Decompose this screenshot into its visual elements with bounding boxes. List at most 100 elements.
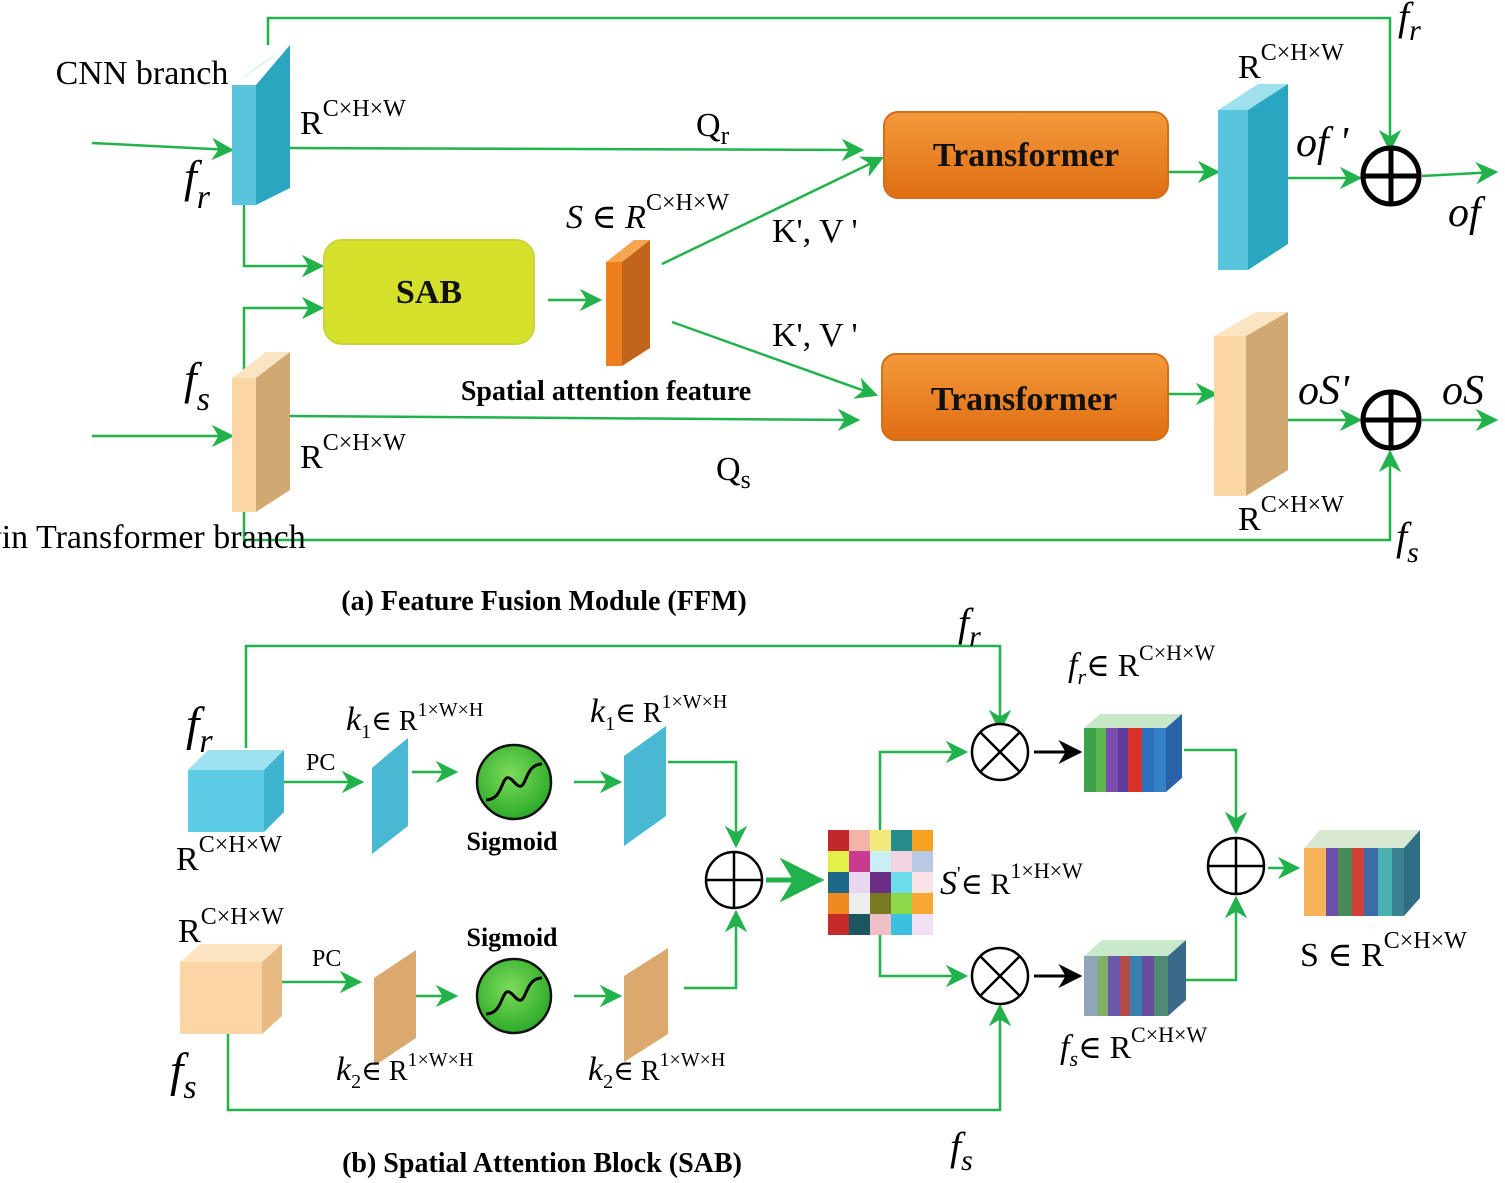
kv-bottom-label: K', V ' [772,317,858,354]
s-prime-to-mul-top-arrow [878,740,969,830]
sab-caption: (b) Spatial Attention Block (SAB) [342,1148,742,1179]
qs-label-q: Q [716,451,741,488]
qr-label-q: Q [696,107,721,144]
of-label: of [1448,190,1486,236]
spatial-attention-feature-label: Spatial attention feature [461,376,751,407]
fs-label-a: fs [184,353,210,418]
r-chw-os: RC×H×W [1238,492,1344,538]
sab-box: SAB [323,239,535,345]
k1-sig-label-k: k [590,693,606,730]
pc-bottom-label: PC [312,946,341,972]
fr-cube [188,750,284,832]
transformer-bottom-label: Transformer [931,381,1117,418]
fr-label-a-sub: r [197,179,211,216]
r-chw-fr-base: R [300,105,323,142]
k2-slab [374,950,416,1066]
cnn-input-arrow [91,137,235,161]
s-prime-label: S'∈ R1×H×W [940,858,1083,902]
fs-label-a-sub: s [197,381,210,418]
cnn-branch-label: CNN branch [56,55,229,92]
os-prime-block [1214,312,1288,496]
of-prime-block [1218,84,1288,270]
k1-label-sup: 1×W×H [418,699,484,721]
r-chw-os-base: R [1238,501,1261,538]
r-chw-fr-sup: C×H×W [323,96,406,122]
s-prime-label-mark: ' [957,863,961,885]
s-set-label: S ∈ RC×H×W [566,190,729,236]
fs-label-a-bottom-sub: s [1407,536,1419,569]
k1-sig-label: k1∈ R1×W×H [590,691,727,735]
k2-label: k2∈ R1×W×H [336,1049,473,1093]
k1-sigmoid-slab [624,726,666,846]
k2-sig-label-sup: 1×W×H [660,1049,726,1071]
transformer-bottom-box: Transformer [881,353,1169,441]
fr-to-sab-arrow [242,205,325,278]
s-final-cube [1304,830,1420,916]
r-chw-fr-cube: RC×H×W [176,832,282,878]
s-prime-label-s: S [940,865,957,902]
s-feature-block [606,240,650,366]
s-final-label-base: S ∈ R [1300,937,1384,974]
k2-label-in: ∈ R [361,1056,408,1087]
k2-label-k: k [336,1051,352,1088]
s-final-label: S ∈ RC×H×W [1300,928,1467,974]
r-chw-of-sup: C×H×W [1261,40,1344,66]
r-chw-fs-cube-base: R [178,913,201,950]
fs-skip-line [242,449,1402,542]
k1-sig-label-sup: 1×W×H [662,691,728,713]
k2-label-sup: 1×W×H [408,1049,474,1071]
k2-label-sub: 2 [351,1071,361,1093]
fr-prime-cube [1084,714,1182,792]
qs-label: Qs [716,451,751,494]
add-circle-top [1360,145,1422,207]
r-chw-fr-cube-sup: C×H×W [199,832,282,858]
r-chw-fr-cube-base: R [176,841,199,878]
k2-sig-label-sub: 2 [603,1071,613,1093]
s-prime-mosaic [828,830,933,935]
fs-prime-label-sup: C×H×W [1131,1022,1207,1047]
fs-feature-block [232,352,290,512]
k2-to-plus-arrow [684,909,748,990]
s-set-label-base: S ∈ R [566,199,646,236]
os-prime-label: oS' [1298,368,1350,414]
kv-top-label: K', V ' [772,213,858,250]
transformer-top-box: Transformer [883,111,1169,199]
fs-prime-label: fs∈ RC×H×W [1060,1022,1207,1071]
r-chw-fs-cube-sup: C×H×W [201,904,284,930]
fr-label-a: fr [184,151,211,216]
sigmoid-bottom-icon [475,957,553,1035]
fr-label-b-top-sub: r [969,620,981,653]
fr-prime-to-plus-arrow [1184,748,1248,835]
r-chw-fr: RC×H×W [300,96,406,142]
qr-label: Qr [696,107,730,150]
s-prime-label-sup: 1×H×W [1010,858,1083,883]
fs-to-sab-arrow [242,296,325,380]
ffm-caption: (a) Feature Fusion Module (FFM) [341,586,746,617]
r-chw-of: RC×H×W [1238,40,1344,86]
add-circle-bottom [1360,389,1422,451]
fr-label-a-top: fr [1398,0,1421,47]
s-prime-to-mul-bottom-arrow [878,934,969,988]
fs-to-mul-line [226,1003,1012,1112]
fr-prime-label-sub: r [1077,664,1086,689]
multiply-circle-top [970,722,1030,782]
fs-prime-label-in: ∈ R [1078,1029,1132,1065]
fr-to-mul-line [244,644,1012,748]
fr-label-b-sub: r [199,723,213,760]
sigmoid-bottom-label: Sigmoid [466,923,558,952]
of-prime-label: of ' [1296,120,1349,166]
fs-label-b-bottom: fs [950,1124,973,1177]
add-circle-sab-left [704,850,764,910]
k2-sig-label: k2∈ R1×W×H [588,1049,725,1093]
r-chw-fs: RC×H×W [300,430,406,476]
fr-label-a-top-sub: r [1409,14,1421,47]
fs-prime-label-sub: s [1069,1046,1078,1071]
fr-label-b: fr [186,698,213,760]
r-chw-fs-cube: RC×H×W [178,904,284,950]
qr-label-sub: r [721,121,730,150]
r-chw-fs-base: R [300,439,323,476]
qr-arrow [287,138,865,162]
kv-bottom-arrow [671,320,879,399]
transformer-top-label: Transformer [933,137,1119,174]
